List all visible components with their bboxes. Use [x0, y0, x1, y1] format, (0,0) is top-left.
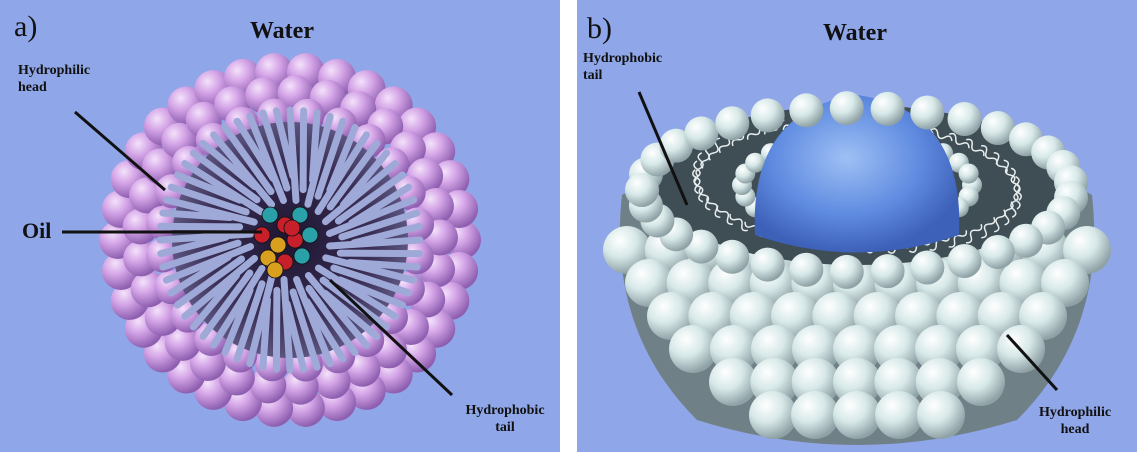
head-sphere	[830, 255, 864, 289]
oil-molecule	[302, 227, 318, 243]
label-line: tail	[583, 67, 662, 84]
head-sphere	[871, 254, 905, 288]
hydrophobic-tail-label: Hydrophobic tail	[450, 402, 560, 436]
head-sphere	[981, 235, 1015, 269]
label-line: Hydrophilic	[1025, 404, 1125, 421]
head-sphere	[709, 358, 757, 406]
oil-molecule	[267, 262, 283, 278]
head-sphere	[910, 96, 944, 130]
head-sphere	[830, 91, 864, 125]
hydrophilic-head-label: Hydrophilic head	[1025, 404, 1125, 438]
oil-molecule	[254, 227, 270, 243]
head-sphere	[948, 244, 982, 278]
head-sphere	[833, 391, 881, 439]
head-sphere	[749, 391, 797, 439]
panel-letter: a)	[14, 10, 37, 44]
label-line: tail	[450, 419, 560, 436]
oil-molecule	[294, 248, 310, 264]
head-sphere	[917, 391, 965, 439]
head-sphere	[751, 98, 785, 132]
head-sphere	[684, 116, 718, 150]
head-sphere	[875, 391, 923, 439]
label-line: Hydrophobic	[583, 50, 662, 67]
panel-letter: b)	[587, 12, 612, 46]
head-sphere	[957, 358, 1005, 406]
label-line: Hydrophilic	[18, 62, 90, 79]
panel-vesicle: b) Water Hydrophobic tail Hydrophilic he…	[577, 0, 1137, 452]
head-sphere	[715, 106, 749, 140]
water-label: Water	[823, 20, 887, 47]
oil-molecule	[270, 237, 286, 253]
head-sphere	[751, 248, 785, 282]
head-sphere	[669, 325, 717, 373]
label-line: head	[18, 79, 90, 96]
water-label: Water	[250, 18, 314, 45]
oil-molecule	[284, 220, 300, 236]
head-sphere	[715, 240, 749, 274]
head-sphere	[959, 164, 979, 184]
head-sphere	[948, 102, 982, 136]
label-line: head	[1025, 421, 1125, 438]
head-sphere	[625, 173, 659, 207]
oil-label: Oil	[22, 218, 51, 244]
head-sphere	[789, 253, 823, 287]
head-sphere	[910, 250, 944, 284]
oil-molecule	[262, 207, 278, 223]
panel-micelle: a) Water Hydrophilic head Oil Hydrophobi…	[0, 0, 560, 452]
hydrophobic-tail-label: Hydrophobic tail	[583, 50, 662, 84]
head-sphere	[789, 93, 823, 127]
label-line: Hydrophobic	[450, 402, 560, 419]
hydrophilic-head-label: Hydrophilic head	[18, 62, 90, 96]
head-sphere	[791, 391, 839, 439]
head-sphere	[871, 92, 905, 126]
